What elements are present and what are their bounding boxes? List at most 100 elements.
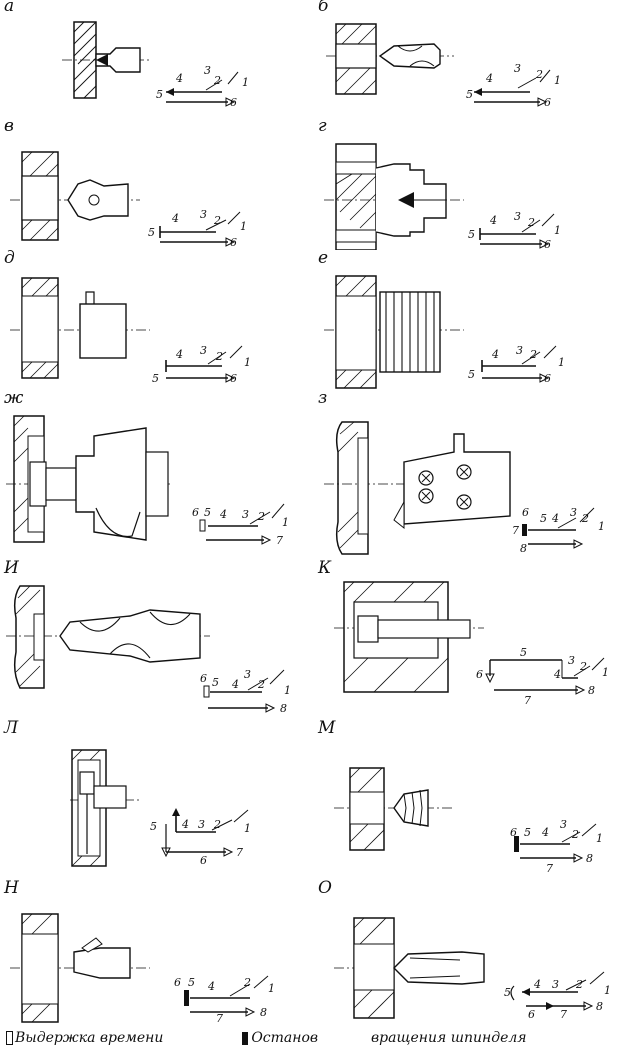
cycle-step-label: 3 [560, 818, 567, 831]
machining-diagram [62, 21, 150, 99]
cycle-step-label: 3 [516, 344, 523, 357]
cycle-step-label: 4 [175, 348, 183, 361]
panel-k: К 1 2 3 4 5 6 7 8 [314, 558, 614, 722]
cycle-step-label: 6 [528, 1008, 535, 1021]
cycle-step-label: 2 [579, 660, 587, 673]
cycle-step-label: 5 [150, 820, 157, 833]
cycle-step-label: 4 [181, 818, 189, 831]
cycle-diagram: 1 2 3 4 5 6 [156, 64, 249, 109]
cycle-diagram: 1 2 3 4 5 6 7 8 [512, 506, 605, 555]
cycle-step-label: 4 [175, 72, 183, 85]
cycle-step-label: 6 [476, 668, 483, 681]
machining-diagram [334, 767, 454, 851]
cycle-step-label: 8 [260, 1006, 267, 1019]
machining-diagram [324, 275, 464, 389]
cycle-step-label: 5 [524, 826, 531, 839]
cycle-step-label: 4 [551, 512, 559, 525]
cycle-step-label: 1 [284, 684, 291, 697]
cycle-step-label: 1 [554, 224, 561, 237]
cycle-step-label: 3 [244, 668, 251, 681]
panel-label: Н [4, 878, 19, 898]
cycle-step-label: 7 [216, 1012, 223, 1025]
cycle-diagram: 1 2 3 4 5 6 [468, 210, 561, 250]
cycle-step-label: 3 [570, 506, 577, 519]
cycle-step-label: 7 [512, 524, 519, 537]
cycle-step-label: 2 [257, 678, 265, 691]
panel-label: д [4, 248, 15, 268]
cycle-step-label: 4 [219, 508, 227, 521]
panel-d: д 1 2 3 4 5 6 [0, 248, 300, 385]
cycle-step-label: 6 [200, 672, 207, 685]
cycle-step-label: 5 [212, 676, 219, 689]
panel-b: б 1 2 3 4 5 6 [314, 0, 614, 130]
cycle-step-label: 6 [544, 372, 551, 385]
cycle-step-label: 6 [200, 854, 207, 867]
cycle-step-label: 2 [215, 350, 223, 363]
spindle-label: вращения шпинделя [370, 1030, 527, 1046]
cycle-step-label: 2 [571, 828, 579, 841]
panel-g: г 1 2 3 4 5 6 [314, 116, 614, 250]
stop-swatch [242, 1031, 249, 1045]
cycle-step-label: 1 [558, 356, 565, 369]
cycle-step-label: 6 [174, 976, 181, 989]
cycle-step-label: 4 [541, 826, 549, 839]
panel-label: К [318, 558, 332, 578]
cycle-step-label: 1 [240, 220, 247, 233]
panel-label: И [4, 558, 19, 578]
cycle-step-label: 3 [200, 208, 207, 221]
cycle-step-label: 1 [282, 516, 289, 529]
cycle-step-label: 1 [244, 822, 251, 835]
cycle-step-label: 2 [243, 976, 251, 989]
cycle-step-label: 7 [524, 694, 531, 707]
cycle-step-label: 3 [204, 64, 211, 77]
cycle-step-label: 1 [242, 76, 249, 89]
cycle-diagram: 1 2 3 4 5 6 [466, 62, 561, 109]
panel-v: в 1 2 3 4 5 6 [0, 116, 300, 250]
panel-a: а 1 2 3 4 5 6 [0, 0, 300, 130]
cycle-step-label: 8 [588, 684, 595, 697]
cycle-step-label: 3 [514, 210, 521, 223]
cycle-step-label: 1 [604, 984, 611, 997]
cycle-diagram: 1 2 3 4 5 6 [468, 344, 565, 385]
panel-e: е 1 2 3 4 5 6 [314, 248, 614, 389]
dwell-swatch [6, 1031, 13, 1045]
cycle-step-label: 6 [230, 236, 237, 249]
cycle-step-label: 2 [529, 348, 537, 361]
cycle-diagram: 1 2 4 5 6 7 8 [174, 975, 275, 1025]
dwell-label: Выдержка времени [15, 1030, 164, 1046]
cycle-step-label: 2 [581, 512, 589, 525]
cycle-step-label: 4 [489, 214, 497, 227]
machining-diagram [326, 23, 454, 95]
cycle-step-label: 5 [466, 88, 473, 101]
cycle-step-label: 3 [514, 62, 521, 75]
cycle-diagram: 1 2 3 4 5 6 7 8 [504, 971, 611, 1021]
panel-zh: ж 1 2 3 4 5 6 7 [0, 388, 300, 562]
cycle-step-label: 1 [244, 356, 251, 369]
machining-diagram [10, 151, 140, 241]
cycle-step-label: 2 [575, 978, 583, 991]
panel-z: з 1 2 3 4 5 6 7 8 [314, 388, 614, 562]
cycle-step-label: 3 [242, 508, 249, 521]
machining-diagram [324, 421, 511, 555]
panel-label: г [318, 116, 327, 136]
cycle-step-label: 4 [491, 348, 499, 361]
cycle-step-label: 5 [152, 372, 159, 385]
cycle-step-label: 1 [596, 832, 603, 845]
cycle-step-label: 7 [276, 534, 283, 547]
panel-n: Н 1 2 4 5 6 7 8 [0, 878, 300, 1027]
cycle-step-label: 7 [236, 846, 243, 859]
cycle-step-label: 6 [230, 372, 237, 385]
cycle-step-label: 1 [602, 666, 609, 679]
cycle-step-label: 3 [198, 818, 205, 831]
cycle-step-label: 6 [192, 506, 199, 519]
cycle-step-label: 1 [268, 982, 275, 995]
machining-diagram [10, 277, 150, 379]
cycle-step-label: 5 [520, 646, 527, 659]
cycle-diagram: 1 2 3 4 5 6 [152, 344, 251, 385]
cycle-step-label: 6 [510, 826, 517, 839]
panel-label: а [4, 0, 15, 16]
cycle-step-label: 3 [200, 344, 207, 357]
cycle-diagram: 1 2 3 4 5 6 7 8 [510, 818, 603, 875]
cycle-step-label: 4 [231, 678, 239, 691]
cycle-step-label: 6 [544, 238, 551, 250]
